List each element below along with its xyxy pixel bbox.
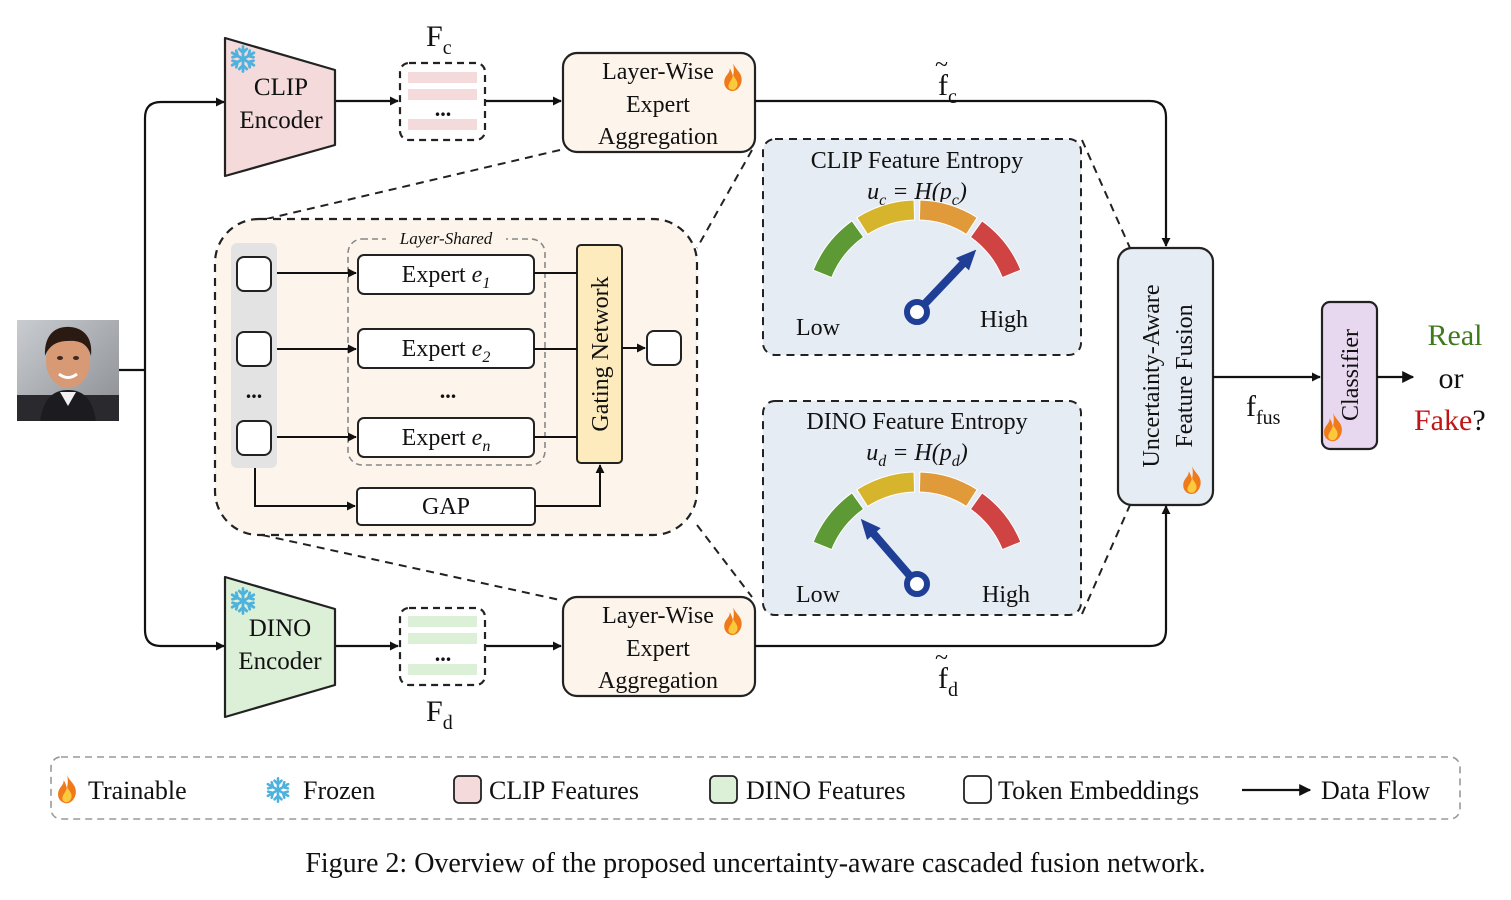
fc-tilde: ~: [935, 52, 948, 78]
uncertainty-aware-fusion: Uncertainty-Aware Feature Fusion: [1116, 246, 1215, 507]
dino-gauge-needle: [865, 525, 915, 581]
input-face-image: [17, 320, 119, 421]
clip-aggregation-line1: Layer-Wise: [602, 59, 714, 85]
encoder-feature-arrows: [336, 96, 562, 651]
dino-encoder: DINO Encoder: [223, 575, 337, 719]
gap-label: GAP: [422, 494, 470, 520]
fd-tilde: ~: [935, 645, 948, 671]
clip-entropy-title: CLIP Feature Entropy: [811, 148, 1023, 174]
dino-gauge-needle-head: [860, 518, 881, 540]
token-embedding: [236, 420, 272, 456]
expert-2-label: Expert e2: [402, 336, 491, 366]
legend-frozen: Frozen: [303, 776, 375, 805]
legend-token-embeddings: Token Embeddings: [998, 776, 1199, 805]
clip-aggregation-line2: Expert: [626, 92, 690, 118]
clip-gauge-segment-low: [812, 220, 865, 279]
legend-dino-features: DINO Features: [746, 776, 906, 805]
classifier-label: Classifier: [1338, 329, 1364, 421]
dino-features-label: Fd: [426, 695, 453, 734]
legend-token-swatch: [963, 775, 992, 804]
fusion-line2: Feature Fusion: [1172, 304, 1198, 447]
dino-entropy-equation: ud = H(pd): [866, 440, 968, 470]
legend: Trainable Frozen CLIP Features DINO Feat…: [50, 756, 1461, 820]
expert-n-label: Expert en: [402, 425, 491, 455]
clip-gauge-needle: [919, 255, 971, 309]
dino-entropy-high: High: [982, 582, 1030, 608]
expert-aggregation-detail: ... Layer-Shared Expert e1 Expert e2 ...…: [213, 217, 699, 537]
dino-expert-aggregation: Layer-Wise Expert Aggregation: [561, 595, 757, 698]
token-embedding: [236, 256, 272, 292]
clip-features-label: Fc: [426, 20, 452, 59]
clip-encoder-line1: CLIP: [254, 74, 308, 101]
dino-gauge-segment-high: [969, 492, 1022, 551]
clip-entropy-equation: uc = H(pc): [867, 179, 967, 209]
token-embedding: [236, 331, 272, 367]
aggregation-to-fusion-arrows: [755, 99, 1171, 648]
expert-1-label: Expert e1: [402, 262, 491, 292]
dino-encoder-line1: DINO: [249, 615, 312, 642]
clip-expert-aggregation: Layer-Wise Expert Aggregation: [561, 51, 757, 154]
zoom-lines: [261, 139, 1131, 615]
legend-clip-swatch: [453, 775, 482, 804]
fc-label: fc: [938, 69, 957, 108]
clip-entropy-panel: CLIP Feature Entropy uc = H(pc) Low High: [762, 138, 1082, 356]
dino-aggregation-line1: Layer-Wise: [602, 603, 714, 629]
legend-trainable: Trainable: [88, 776, 187, 805]
dino-gauge-segment-mid-low: [856, 471, 916, 508]
clip-gauge-segment-high: [969, 220, 1022, 279]
layer-shared-label: Layer-Shared: [399, 229, 493, 248]
result-or: or: [1439, 362, 1464, 395]
aggregated-token: [646, 330, 682, 366]
dino-entropy-low: Low: [796, 582, 841, 608]
clip-entropy-gauge: [812, 199, 1022, 325]
clip-features: ... Fc: [398, 20, 487, 142]
fd-label: fd: [938, 662, 958, 701]
clip-encoder-line2: Encoder: [239, 107, 323, 134]
expert-dots: ...: [440, 378, 457, 403]
dino-entropy-gauge: [812, 471, 1022, 597]
gating-network: [576, 244, 623, 464]
legend-data-flow: Data Flow: [1321, 776, 1430, 805]
figure-caption: Figure 2: Overview of the proposed uncer…: [305, 848, 1206, 879]
dino-gauge-segment-mid-high: [918, 471, 978, 508]
input-split-arrows: [119, 97, 225, 651]
fusion-line1: Uncertainty-Aware: [1139, 284, 1165, 467]
dino-features: ... Fd: [398, 606, 487, 734]
clip-entropy-low: Low: [796, 315, 841, 341]
dino-gauge-hub: [904, 571, 930, 597]
legend-clip-features: CLIP Features: [489, 776, 639, 805]
dino-entropy-title: DINO Feature Entropy: [806, 409, 1027, 435]
dino-gauge-segment-low: [812, 492, 865, 551]
clip-features-dots: ...: [435, 96, 452, 121]
clip-encoder: CLIP Encoder: [223, 36, 337, 178]
dino-features-dots: ...: [435, 641, 452, 666]
expert-1: [357, 254, 535, 295]
clip-aggregation-line3: Aggregation: [598, 124, 718, 150]
clip-gauge-segment-mid-high: [918, 199, 978, 236]
dino-aggregation-line3: Aggregation: [598, 668, 718, 694]
prediction-result: Real or Fake?: [1414, 319, 1486, 437]
ffus-label: ffus: [1246, 390, 1281, 429]
dino-encoder-line2: Encoder: [238, 648, 322, 675]
dino-aggregation-line2: Expert: [626, 636, 690, 662]
clip-gauge-needle-head: [955, 249, 977, 271]
clip-gauge-hub: [904, 299, 930, 325]
legend-dino-swatch: [709, 775, 738, 804]
result-fake-question: Fake?: [1414, 404, 1486, 437]
clip-gauge-segment-mid-low: [856, 199, 916, 236]
token-dots: ...: [246, 378, 263, 403]
moe-arrows: [254, 268, 646, 511]
gating-network-label: Gating Network: [588, 276, 614, 431]
clip-entropy-high: High: [980, 307, 1028, 333]
classifier: Classifier: [1320, 300, 1379, 451]
result-real: Real: [1428, 319, 1483, 352]
dino-entropy-panel: DINO Feature Entropy ud = H(pd) Low High: [762, 400, 1082, 616]
